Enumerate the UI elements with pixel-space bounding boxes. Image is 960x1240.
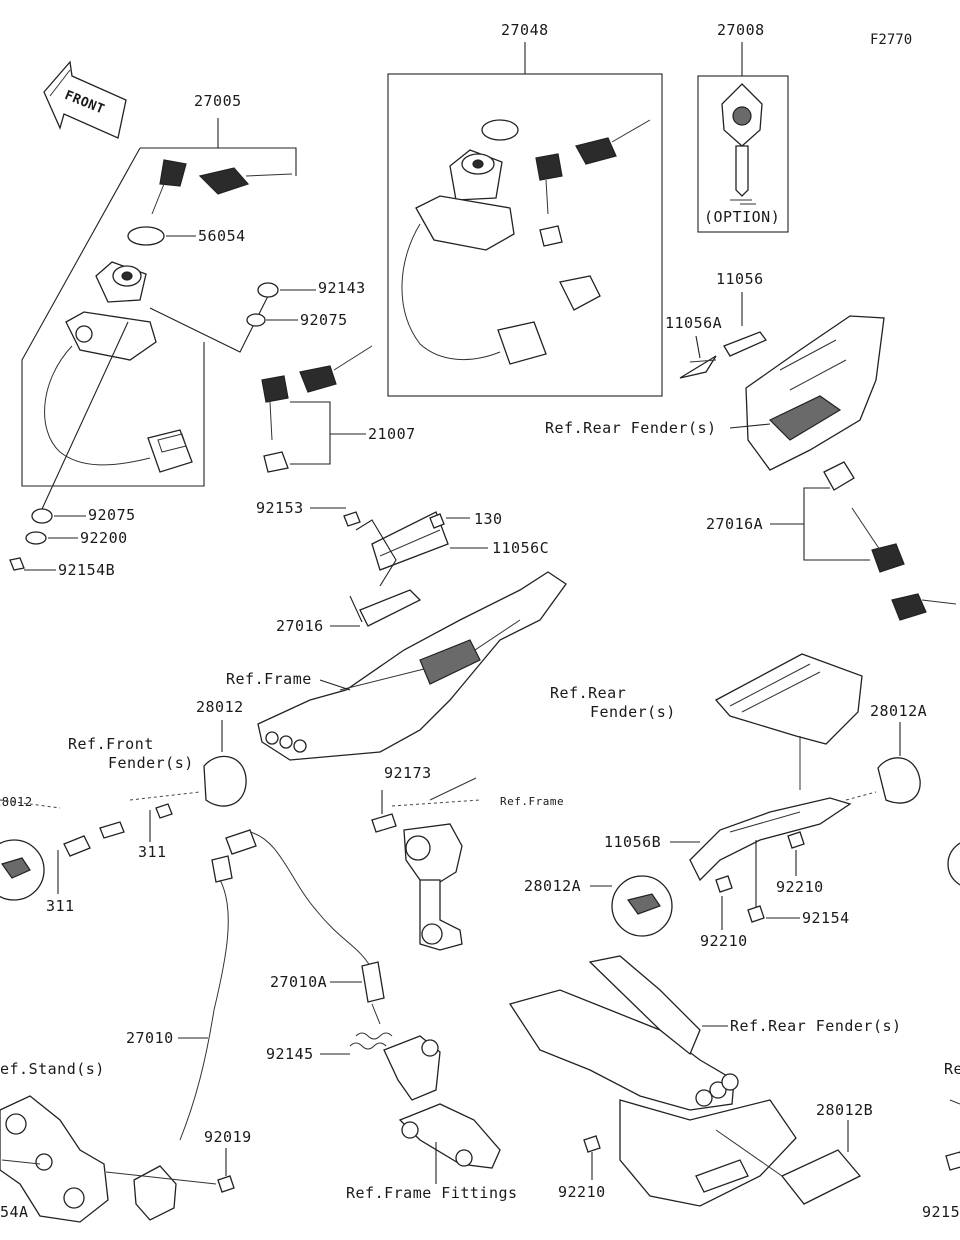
label-ref-rear-fender: Ref.Rear Fender(s) — [545, 419, 717, 437]
bolt-92019-icon — [217, 1175, 235, 1193]
label-92210a: 92210 — [776, 878, 824, 896]
option-key-27008: (OPTION) — [697, 42, 789, 233]
label-ref-frame-2: Ref.Frame — [500, 795, 564, 808]
bolt-right-edge-icon — [945, 1151, 960, 1171]
switch-set-27048 — [387, 42, 663, 397]
label-92143: 92143 — [318, 279, 366, 297]
label-28012: 28012 — [196, 698, 244, 716]
reflector-right-edge-icon — [947, 842, 960, 886]
label-27008: 27008 — [717, 21, 765, 39]
label-92019: 92019 — [204, 1128, 252, 1146]
washer-92075-icon — [246, 313, 266, 327]
label-56054: 56054 — [198, 227, 246, 245]
label-92075b: 92075 — [88, 506, 136, 524]
washer-92075b-icon — [31, 508, 53, 524]
sidestand-switch-wiring — [178, 829, 385, 1141]
label-ref-rear-2a: Ref.Rear — [550, 684, 626, 702]
label-11056: 11056 — [716, 270, 764, 288]
washer-92143-icon — [257, 282, 279, 298]
label-92145: 92145 — [266, 1045, 314, 1063]
label-27010A: 27010A — [270, 973, 327, 991]
label-27048: 27048 — [501, 21, 549, 39]
label-ref-stand: ef.Stand(s) — [0, 1060, 105, 1078]
rear-fender-assembly-upper — [679, 292, 957, 621]
label-92200: 92200 — [80, 529, 128, 547]
rear-fender-panel — [714, 653, 921, 804]
front-arrow-icon: FRONT — [43, 60, 127, 139]
label-92210c: 92210 — [558, 1183, 606, 1201]
label-28012A-mid: 28012A — [524, 877, 581, 895]
label-27005: 27005 — [194, 92, 242, 110]
label-9215-cut: 9215 — [922, 1203, 960, 1221]
label-311a: 311 — [138, 843, 167, 861]
sidestand-bracket — [0, 1095, 235, 1223]
connector-icon — [147, 429, 193, 473]
label-92075: 92075 — [300, 311, 348, 329]
label-92154: 92154 — [802, 909, 850, 927]
washer-92200-icon — [25, 531, 47, 545]
front-reflector-assembly — [0, 720, 247, 901]
frame-bracket-assembly — [257, 507, 567, 761]
label-54A-cut: 54A — [0, 1203, 29, 1221]
reflector-28012B-icon — [780, 1149, 862, 1205]
label-311b: 311 — [46, 897, 75, 915]
label-28012A-top: 28012A — [870, 702, 927, 720]
label-130: 130 — [474, 510, 503, 528]
label-ref-right-cut: Re — [944, 1060, 960, 1078]
label-11056C: 11056C — [492, 539, 549, 557]
rear-fender-lower — [508, 955, 862, 1207]
label-28012B: 28012B — [816, 1101, 873, 1119]
washer-icon — [127, 226, 165, 246]
frame-fittings-bracket — [320, 1032, 501, 1184]
label-11056B: 11056B — [604, 833, 661, 851]
label-92153: 92153 — [256, 499, 304, 517]
label-ref-front-b: Fender(s) — [108, 754, 194, 772]
bolt-92154B-icon — [9, 557, 25, 571]
label-ref-front-a: Ref.Front — [68, 735, 154, 753]
option-label: (OPTION) — [704, 208, 780, 226]
label-92173: 92173 — [384, 764, 432, 782]
label-27010: 27010 — [126, 1029, 174, 1047]
label-11056A: 11056A — [665, 314, 722, 332]
plate-bracket-11056B — [590, 791, 877, 937]
label-92210b: 92210 — [700, 932, 748, 950]
reflector-28012A-icon — [877, 757, 921, 804]
figure-code: F2770 — [870, 32, 912, 48]
frame-stay-92173 — [371, 777, 481, 951]
label-ref-frame-fittings: Ref.Frame Fittings — [346, 1184, 518, 1202]
reflector-28012-icon — [203, 755, 247, 807]
label-ref-rear-3: Ref.Rear Fender(s) — [730, 1017, 902, 1035]
ignition-switch-group-27005 — [21, 118, 297, 487]
label-ref-frame: Ref.Frame — [226, 670, 312, 688]
label-27016A: 27016A — [706, 515, 763, 533]
label-21007: 21007 — [368, 425, 416, 443]
label-28012-left: 28012 — [0, 795, 33, 809]
label-92154B: 92154B — [58, 561, 115, 579]
key-set-21007 — [261, 345, 373, 473]
label-ref-rear-2b: Fender(s) — [590, 703, 676, 721]
label-27016: 27016 — [276, 617, 324, 635]
